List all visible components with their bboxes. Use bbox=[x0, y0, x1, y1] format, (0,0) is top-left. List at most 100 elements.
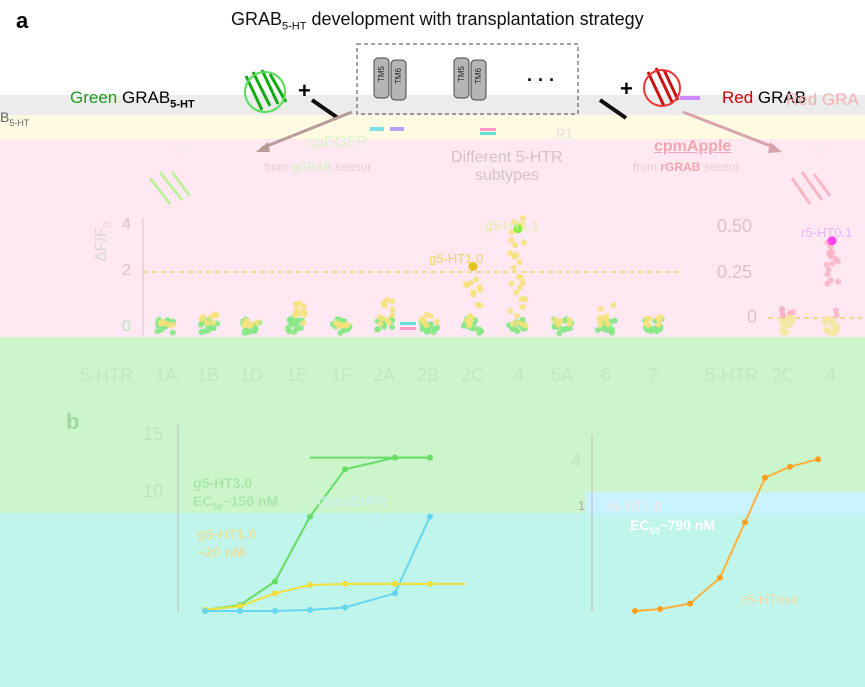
chart1-point bbox=[470, 291, 477, 298]
chart2-points bbox=[778, 236, 842, 337]
chart1-point bbox=[519, 303, 526, 310]
chart2-point bbox=[827, 251, 834, 258]
chart4-series-line bbox=[634, 458, 819, 612]
different-line1: Different 5-HTR bbox=[451, 149, 563, 166]
chart1-point bbox=[655, 321, 662, 328]
panel-b-letter: b bbox=[66, 409, 80, 434]
chart3-series-point bbox=[427, 513, 433, 520]
chart1-baseline-point bbox=[561, 326, 568, 333]
chart4-series-point bbox=[742, 519, 748, 526]
chart1-point bbox=[522, 322, 529, 329]
chart1-point bbox=[510, 218, 517, 225]
chart3-label-g3-line2: EC50~150 nM bbox=[193, 492, 278, 516]
chart1-point bbox=[604, 321, 611, 328]
red-barrel-icon bbox=[790, 171, 832, 205]
chart1-xtick-title: 5-HTR bbox=[80, 365, 133, 385]
chart1-baseline-point bbox=[169, 329, 176, 336]
chart1-point bbox=[510, 264, 517, 271]
chart2-xtick-title: 5-HTR bbox=[705, 365, 758, 385]
chart1-xtick: 1B bbox=[197, 365, 220, 385]
chart3-series-point bbox=[307, 582, 313, 589]
chart1-point bbox=[552, 317, 559, 324]
chart1-point bbox=[473, 276, 480, 283]
chart1-baseline-point bbox=[375, 326, 382, 333]
chart1-point bbox=[603, 312, 610, 319]
chart1-xtick: 1D bbox=[240, 365, 264, 385]
chart3-label-iserosnfr-line1: iSeroSnFR bbox=[318, 493, 387, 509]
chart1-point bbox=[509, 320, 516, 327]
chart2-point bbox=[779, 311, 786, 318]
chart2-annotation: r5-HT0.1 bbox=[801, 225, 853, 240]
chart1-baseline-point bbox=[337, 329, 344, 336]
chart2-ytick-050: 0.50 bbox=[717, 216, 753, 236]
chart1-baseline-point bbox=[514, 328, 521, 335]
chart1-point bbox=[204, 320, 211, 327]
chart2-baseline-point bbox=[830, 319, 837, 326]
chart2-point bbox=[827, 277, 834, 284]
chart3-series-point bbox=[342, 604, 348, 611]
chart4-series-point bbox=[787, 463, 793, 470]
chart4-series-point bbox=[815, 456, 821, 463]
title-grab: GRAB bbox=[231, 9, 283, 29]
chart2-point bbox=[835, 258, 842, 265]
chart1-point bbox=[507, 308, 514, 315]
chart3-series-point bbox=[202, 608, 208, 614]
chart1-baseline-point bbox=[285, 324, 292, 331]
chart3-series-point bbox=[307, 513, 313, 520]
ggrab: gGRAB bbox=[291, 160, 333, 174]
chart1-point bbox=[336, 321, 343, 328]
chart1-point bbox=[300, 303, 307, 310]
chart1-ylabel-sub: 0 bbox=[102, 221, 114, 228]
chart3-series-point bbox=[342, 466, 348, 473]
chart1-point bbox=[245, 321, 252, 328]
chart1-point bbox=[198, 316, 205, 323]
different-line2: subtypes bbox=[474, 167, 539, 184]
arrow-left bbox=[261, 110, 353, 150]
green-grab: GRAB bbox=[121, 88, 171, 107]
chart1-point bbox=[389, 298, 396, 305]
r1-label: R1 bbox=[556, 126, 573, 141]
chart1-xtick: 2B bbox=[417, 365, 440, 385]
left-clip-label: B5-HT bbox=[0, 109, 29, 128]
chart1-point bbox=[383, 297, 390, 304]
chart3-series-point bbox=[307, 606, 313, 613]
chart1-baseline-point bbox=[291, 329, 298, 336]
chart1-highlight-point bbox=[468, 262, 478, 272]
chart1-point bbox=[210, 319, 217, 326]
chart1-point bbox=[377, 320, 384, 327]
chart2-highlight-point bbox=[827, 236, 837, 246]
chart1-baseline-point bbox=[204, 327, 211, 334]
chart1-point bbox=[597, 305, 604, 312]
band-pink bbox=[0, 115, 865, 337]
tm6-label-2: TM6 bbox=[474, 68, 483, 84]
plus-right: + bbox=[620, 76, 633, 101]
chart1-xtick: 5A bbox=[551, 365, 574, 385]
slash-right bbox=[598, 98, 628, 120]
chart3-label-g1-line1: g5-HT1.0 bbox=[197, 526, 257, 542]
chart2-ytick-025: 0.25 bbox=[717, 262, 753, 282]
chart1-point bbox=[508, 228, 515, 235]
slash-left bbox=[310, 98, 340, 120]
chart3-series-point bbox=[427, 454, 433, 461]
chart1-point bbox=[468, 316, 475, 323]
chart2-xtick: 2C bbox=[772, 365, 796, 385]
chart1-xtick: 6 bbox=[601, 365, 612, 385]
chart1-baseline-points bbox=[154, 316, 665, 336]
chart1-point bbox=[301, 309, 308, 316]
band-cyan-patch bbox=[585, 492, 865, 514]
chart4-series-point bbox=[632, 608, 638, 614]
chart1-point bbox=[166, 322, 173, 329]
arrow-left-head bbox=[256, 142, 270, 152]
chart1-point bbox=[513, 289, 520, 296]
chart2-baseline-point bbox=[823, 326, 830, 333]
chart4-label-r1-val: ~790 nM bbox=[659, 517, 716, 533]
chart1-baseline-point bbox=[611, 317, 618, 324]
chart1-baseline-point bbox=[425, 328, 432, 335]
chart1-point bbox=[376, 314, 383, 321]
red-grab: GRAB bbox=[757, 88, 807, 107]
chart1-point bbox=[520, 239, 527, 246]
chart1-point bbox=[293, 306, 300, 313]
receptor-icon bbox=[373, 57, 487, 101]
plus-left: + bbox=[298, 78, 311, 103]
